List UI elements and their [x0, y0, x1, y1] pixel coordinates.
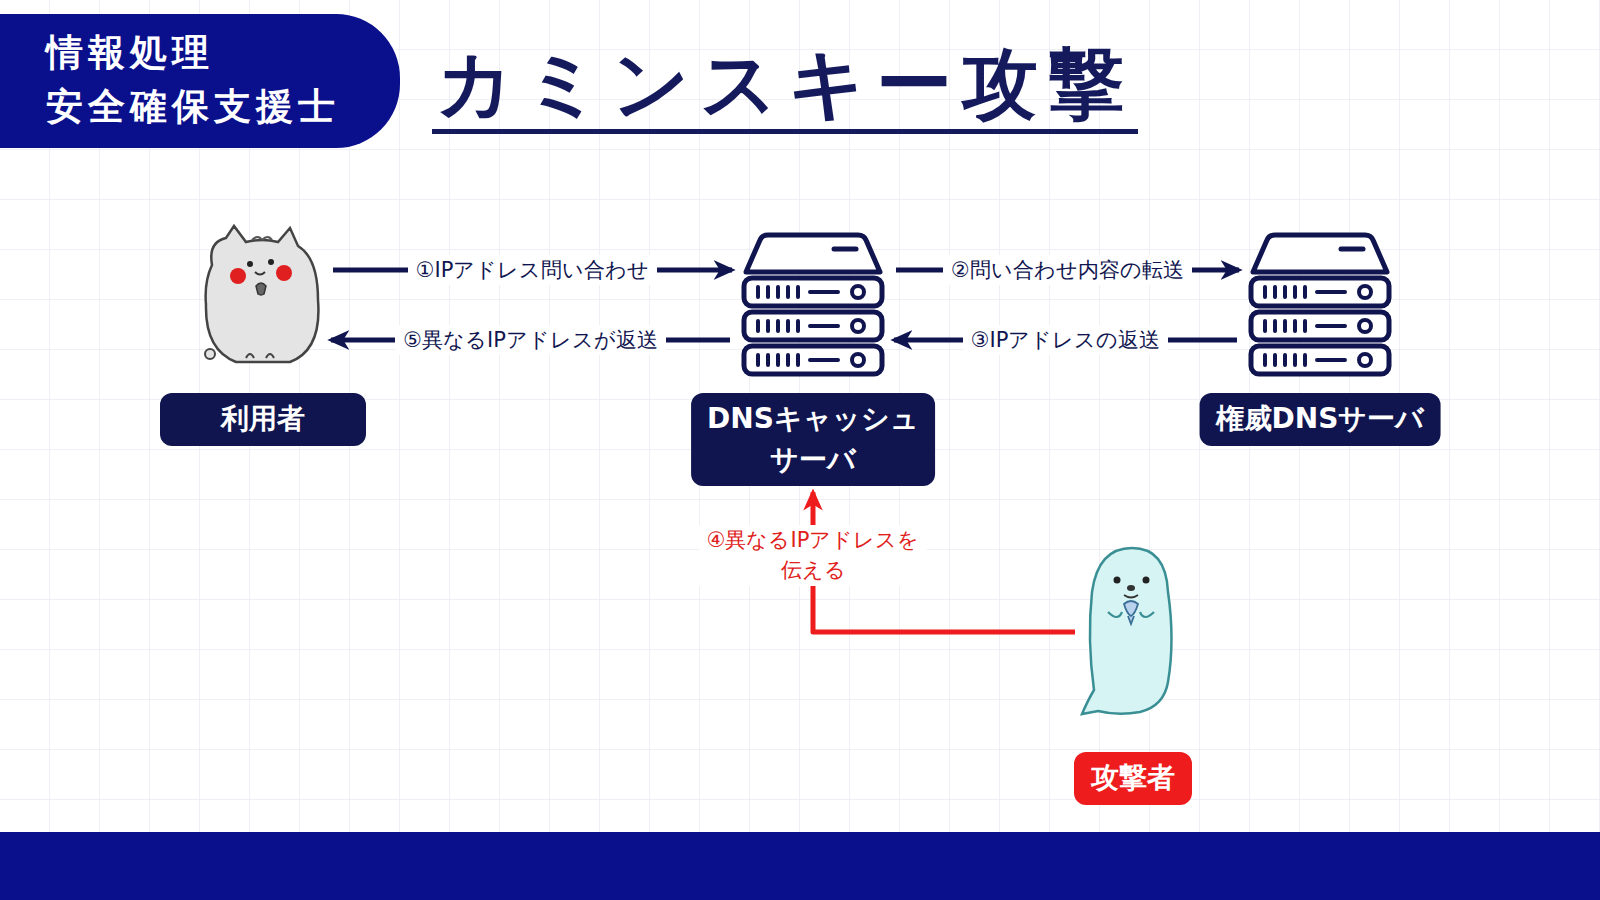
server-icon — [1251, 235, 1389, 374]
edge-label: ①IPアドレス問い合わせ — [408, 255, 658, 285]
attacker-label: 攻撃者 — [1074, 752, 1192, 805]
edge-label: ③IPアドレスの返送 — [963, 325, 1169, 355]
attacker-seal-illustration — [1082, 548, 1172, 714]
node-area: 利用者 — [200, 235, 325, 368]
node-area: DNSキャッシュ サーバ — [738, 232, 888, 382]
authoritative-server-label: 権威DNSサーバ — [1200, 393, 1441, 446]
edge-label: ⑤異なるIPアドレスが返送 — [395, 325, 666, 355]
node-area: 攻撃者 — [1085, 545, 1180, 715]
title-badge: 情報処理 安全確保支援士 — [0, 14, 400, 148]
user-cat-illustration — [205, 226, 318, 362]
footer-band — [0, 832, 1600, 900]
edge-label: ②問い合わせ内容の転送 — [943, 255, 1192, 285]
badge-text: 情報処理 安全確保支援士 — [46, 26, 340, 133]
edge-label: ④異なるIPアドレスを 伝える — [699, 525, 928, 586]
cache-server-label: DNSキャッシュ サーバ — [691, 393, 935, 486]
page-title: カミンスキー攻撃 — [432, 40, 1138, 134]
node-area: 権威DNSサーバ — [1245, 232, 1395, 382]
user-label: 利用者 — [160, 393, 366, 446]
server-icon — [744, 235, 882, 374]
